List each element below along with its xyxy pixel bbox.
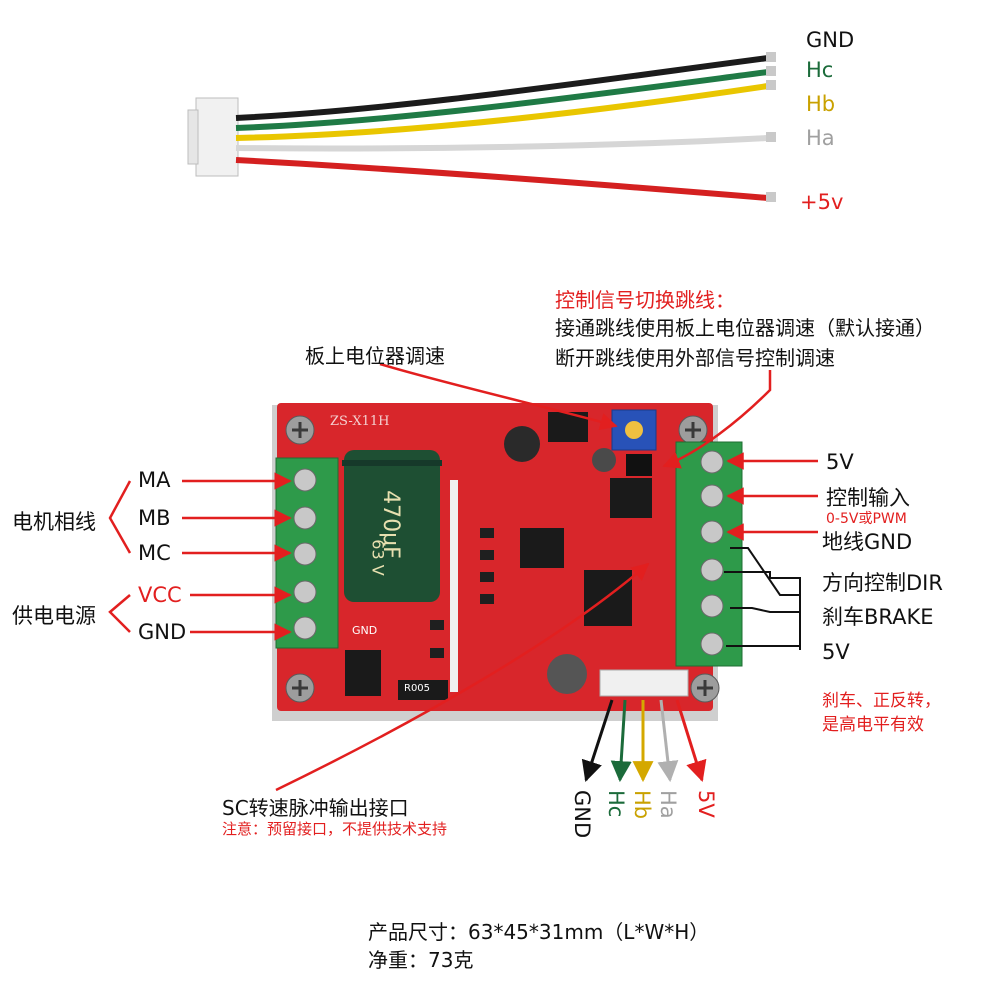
board-model: ZS-X11H <box>330 414 390 429</box>
inductor <box>504 426 540 462</box>
gnd-right-label: 地线GND <box>822 530 913 554</box>
5v-top-label: 5V <box>826 450 854 474</box>
cap-voltage: 63 V <box>368 539 388 576</box>
sc-port-note: 注意：预留接口，不提供技术支持 <box>222 820 448 838</box>
shunt-resistor <box>398 680 448 700</box>
jumper-line1: 接通跳线使用板上电位器调速（默认接通） <box>555 316 935 340</box>
small-capacitor <box>592 448 616 472</box>
brake-label: 刹车BRAKE <box>822 605 934 629</box>
capacitor <box>344 450 440 602</box>
ic-1 <box>520 528 564 568</box>
top-5v-label: +5v <box>800 190 844 214</box>
board-hall-connector <box>599 669 689 697</box>
5v-bottom-label: 5V <box>822 640 850 664</box>
right-note-2: 是高电平有效 <box>822 715 924 735</box>
motor-phase-label: 电机相线 <box>12 510 96 534</box>
motor-brace <box>108 480 132 554</box>
sc-port-label: SC转速脉冲输出接口 <box>222 796 409 820</box>
jumper <box>626 454 652 476</box>
ic-2 <box>584 570 632 626</box>
hall-gnd-label: GND <box>570 790 594 839</box>
control-input-label: 控制输入 <box>826 486 910 510</box>
right-note-1: 刹车、正反转， <box>822 691 941 711</box>
control-input-note: 0-5V或PWM <box>826 511 907 527</box>
hall-ha-arrow <box>657 699 679 783</box>
mb-label: MB <box>138 506 171 530</box>
5v-wire <box>235 157 769 201</box>
top-hc-label: Hc <box>806 58 834 82</box>
power-brace <box>108 594 131 633</box>
ma-label: MA <box>138 468 171 492</box>
gnd-silk: GND <box>352 624 378 637</box>
mc-label: MC <box>138 541 171 565</box>
diode <box>345 650 381 696</box>
jumper-arrow <box>662 370 772 469</box>
product-weight: 净重：73克 <box>368 948 474 972</box>
driver-board <box>272 403 743 721</box>
board-slot <box>450 480 458 692</box>
brake-line <box>730 607 800 613</box>
hall-gnd-arrow <box>581 699 614 782</box>
pot-label: 板上电位器调速 <box>305 344 445 368</box>
hall-cable <box>187 52 776 202</box>
resistor-silk: R005 <box>404 683 431 694</box>
gnd-left-label: GND <box>138 620 187 644</box>
regulator <box>610 478 652 518</box>
product-size: 产品尺寸：63*45*31mm（L*W*H） <box>368 920 710 944</box>
hb-wire <box>235 83 769 141</box>
vcc-label: VCC <box>138 583 182 607</box>
direction-label: 方向控制DIR <box>822 571 943 595</box>
hall-hc-label: Hc <box>604 790 628 818</box>
hall-ha-label: Ha <box>656 790 680 819</box>
ha-wire <box>235 135 769 152</box>
jumper-title: 控制信号切换跳线： <box>555 288 735 312</box>
top-hb-label: Hb <box>806 92 836 116</box>
bottom-capacitor <box>547 654 587 694</box>
sc-arrow <box>275 562 650 792</box>
pot-arrow <box>379 362 618 431</box>
hall-5v-arrow <box>675 699 707 783</box>
power-supply-label: 供电电源 <box>12 604 96 628</box>
top-ha-label: Ha <box>806 126 835 150</box>
mount-screws <box>285 415 720 703</box>
hall-5v-label: 5V <box>694 790 718 818</box>
right-terminal-block <box>675 441 743 667</box>
gnd-wire <box>235 55 769 121</box>
top-gnd-label: GND <box>806 28 855 52</box>
hall-hc-arrow <box>610 699 632 783</box>
cable-connector <box>195 97 239 177</box>
jumper-line2: 断开跳线使用外部信号控制调速 <box>555 346 835 370</box>
hall-hb-label: Hb <box>630 790 654 820</box>
hc-wire <box>235 69 769 131</box>
dir-link <box>730 547 800 596</box>
